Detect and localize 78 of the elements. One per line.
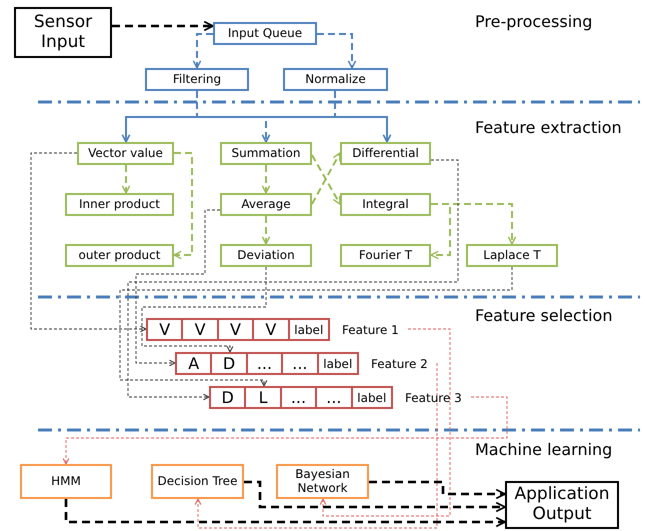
arrow bbox=[262, 165, 270, 194]
vector-cell: label bbox=[288, 320, 328, 339]
process-box bbox=[213, 22, 317, 45]
arrow bbox=[369, 480, 506, 500]
arrow bbox=[431, 203, 516, 245]
arrow bbox=[244, 480, 506, 512]
process-box bbox=[340, 244, 431, 267]
section-title: Feature extraction bbox=[475, 118, 622, 137]
arrow bbox=[173, 152, 193, 260]
arrow bbox=[317, 33, 356, 69]
node-label: Filtering bbox=[172, 72, 222, 86]
node-label: Average bbox=[240, 198, 292, 212]
arrow bbox=[192, 33, 213, 69]
process-box bbox=[151, 464, 244, 499]
node-label: Bayesian Network bbox=[294, 468, 351, 496]
row-label: Feature 2 bbox=[371, 356, 428, 370]
node-label: Vector value bbox=[87, 146, 164, 160]
section-title: Machine learning bbox=[475, 440, 612, 459]
node-label: Differential bbox=[351, 146, 420, 160]
process-box bbox=[340, 142, 431, 165]
vector-cell: V bbox=[181, 320, 217, 339]
process-box bbox=[220, 193, 312, 216]
process-box bbox=[220, 244, 312, 267]
process-box bbox=[505, 481, 619, 529]
node-label: Deviation bbox=[236, 248, 296, 262]
row-label: Feature 1 bbox=[342, 322, 399, 336]
vector-cell: D bbox=[210, 354, 246, 373]
vector-cell: ... bbox=[281, 354, 317, 373]
node-label: Fourier T bbox=[358, 248, 414, 262]
node-label: Normalize bbox=[304, 72, 367, 86]
node-label: Sensor Input bbox=[32, 12, 94, 52]
node-label: Decision Tree bbox=[156, 474, 238, 488]
node-label: Inner product bbox=[78, 198, 162, 212]
vector-cell-text: A bbox=[187, 354, 200, 373]
arrow bbox=[64, 499, 506, 528]
arrow bbox=[136, 210, 220, 366]
arrow bbox=[128, 160, 458, 400]
process-box bbox=[20, 464, 112, 499]
node-label: Laplace T bbox=[482, 248, 542, 262]
arrow bbox=[334, 91, 392, 143]
arrow bbox=[262, 216, 270, 245]
arrow bbox=[122, 165, 130, 194]
section-title: Pre-processing bbox=[475, 12, 592, 31]
vector-cell: L bbox=[244, 388, 280, 407]
process-box bbox=[276, 464, 369, 499]
process-box bbox=[65, 193, 174, 216]
node-label: Integral bbox=[361, 198, 410, 212]
vector-cell: ... bbox=[315, 388, 351, 407]
process-box bbox=[283, 68, 388, 91]
process-box bbox=[65, 244, 174, 267]
arrow bbox=[320, 328, 450, 516]
vector-cell-text: V bbox=[158, 320, 172, 339]
arrow bbox=[194, 362, 438, 528]
vector-cell: ... bbox=[280, 388, 316, 407]
vector-cell: V bbox=[252, 320, 288, 339]
vector-cell: label bbox=[350, 388, 391, 407]
node-label: Application Output bbox=[514, 485, 610, 525]
node-label: Input Queue bbox=[226, 26, 304, 40]
process-box bbox=[466, 244, 558, 267]
section-title: Feature selection bbox=[475, 306, 612, 325]
process-box bbox=[340, 193, 431, 216]
arrow bbox=[30, 152, 147, 332]
arrow bbox=[112, 20, 214, 32]
node-label: outer product bbox=[78, 248, 162, 262]
vector-cell: V bbox=[216, 320, 252, 339]
vector-cell: label bbox=[316, 354, 357, 373]
row-label: Feature 3 bbox=[405, 390, 462, 404]
process-box bbox=[14, 7, 112, 58]
arrow bbox=[62, 396, 508, 465]
node-label: HMM bbox=[50, 474, 82, 488]
arrow bbox=[142, 266, 266, 353]
arrow bbox=[120, 266, 512, 387]
process-box bbox=[77, 142, 174, 165]
node-label: Summation bbox=[230, 146, 302, 160]
vector-cell-text: D bbox=[220, 388, 235, 407]
process-box bbox=[145, 68, 249, 91]
vector-cell: ... bbox=[246, 354, 282, 373]
process-box bbox=[220, 142, 312, 165]
